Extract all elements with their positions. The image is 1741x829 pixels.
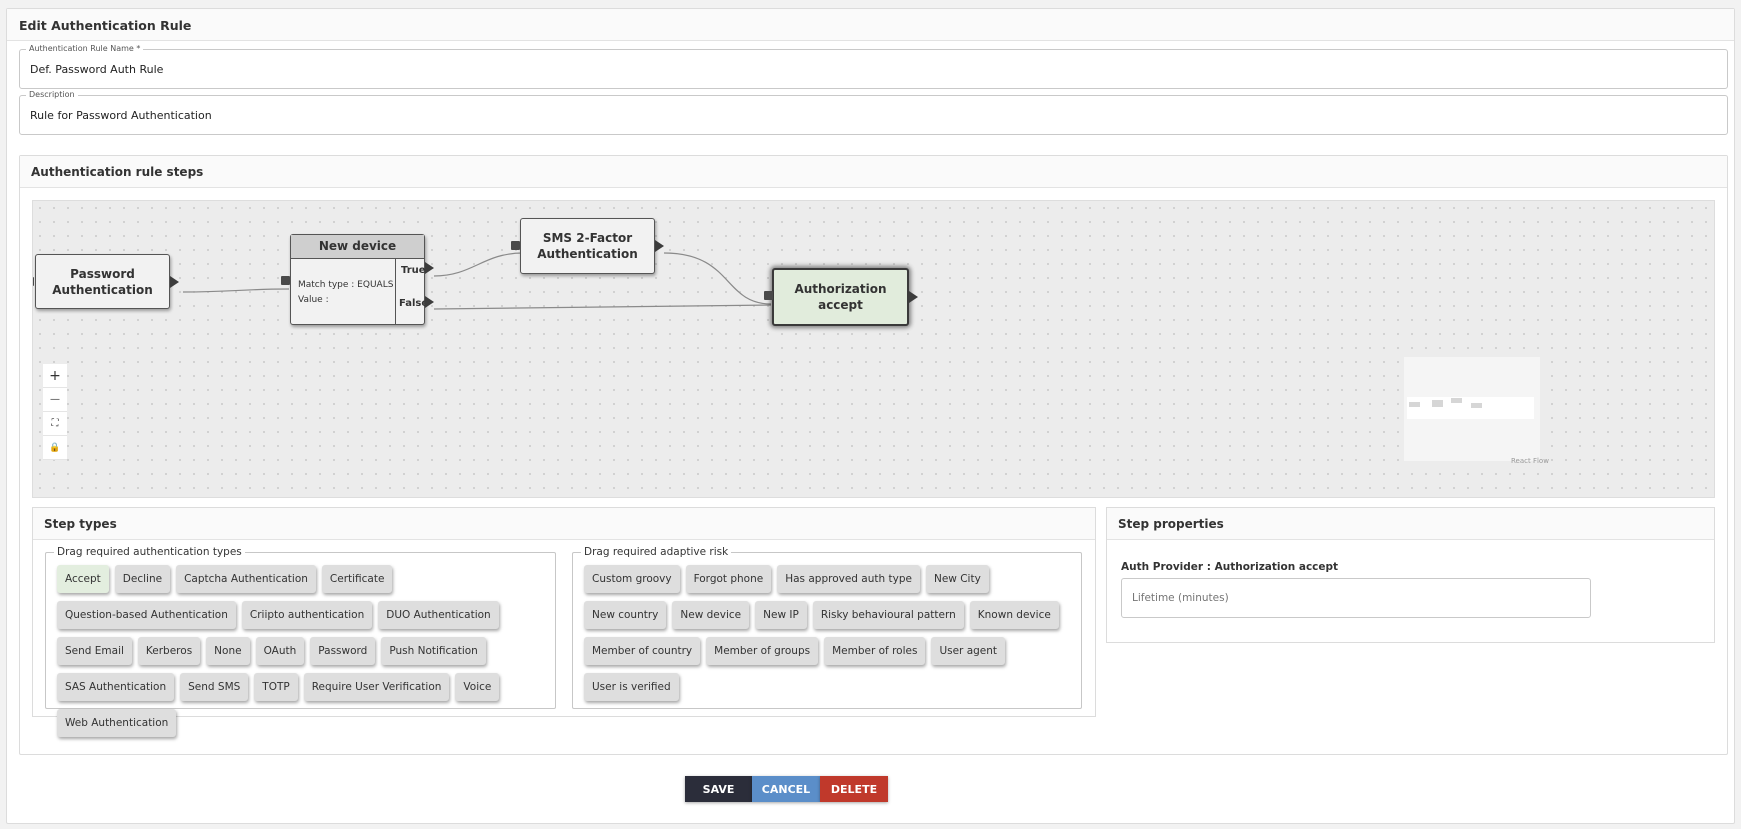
page-title: Edit Authentication Rule (7, 9, 1734, 41)
auth-chip[interactable]: Voice (455, 673, 500, 701)
risk-chip[interactable]: Forgot phone (685, 565, 772, 593)
node-sms-label: SMS 2-Factor Authentication (537, 231, 638, 261)
node-new-device[interactable]: New device Match type : EQUALS Value : T… (290, 234, 429, 325)
fit-view-button[interactable]: ⛶ (43, 412, 67, 436)
step-properties-title: Step properties (1107, 508, 1714, 540)
password-output-handle[interactable] (170, 276, 179, 288)
node-password-auth[interactable]: Password Authentication (35, 254, 170, 309)
risk-chip[interactable]: Member of groups (706, 637, 819, 665)
node-sms-2fa[interactable]: SMS 2-Factor Authentication (520, 218, 655, 274)
risk-chip[interactable]: User is verified (584, 673, 679, 701)
false-branch-label: False (399, 298, 429, 309)
lifetime-input[interactable] (1121, 578, 1591, 618)
auth-chip[interactable]: Question-based Authentication (57, 601, 236, 629)
zoom-out-button[interactable]: — (43, 388, 67, 412)
authz-input-handle[interactable] (764, 291, 773, 300)
auth-chip[interactable]: Accept (57, 565, 109, 593)
false-output-handle[interactable] (425, 296, 434, 308)
node-authorization-accept[interactable]: Authorization accept (772, 268, 909, 326)
risk-chip[interactable]: New device (672, 601, 750, 629)
match-type-text: Match type : EQUALS (298, 280, 394, 290)
auth-chip[interactable]: TOTP (254, 673, 298, 701)
auth-chip[interactable]: Decline (114, 565, 171, 593)
flow-canvas[interactable]: Password Authentication New device Match… (32, 200, 1715, 498)
auth-chip[interactable]: Web Authentication (57, 709, 177, 737)
rule-name-field[interactable]: Authentication Rule Name * Def. Password… (19, 44, 1728, 89)
edge-sms-authz (663, 252, 772, 305)
risk-chip[interactable]: Risky behavioural pattern (812, 601, 964, 629)
auth-provider-label: Auth Provider : Authorization accept (1121, 561, 1339, 573)
risk-chip[interactable]: New City (925, 565, 989, 593)
auth-types-legend: Drag required authentication types (54, 546, 245, 558)
lock-button[interactable]: 🔒 (43, 436, 67, 460)
auth-chip[interactable]: Send Email (57, 637, 132, 665)
risk-chip[interactable]: Known device (969, 601, 1059, 629)
edge-password-newdevice (182, 288, 290, 293)
delete-button[interactable]: DELETE (820, 776, 888, 802)
risk-chip[interactable]: Has approved auth type (777, 565, 920, 593)
rule-steps-panel: Authentication rule steps Password Authe… (19, 155, 1728, 755)
zoom-in-button[interactable]: + (43, 364, 67, 388)
save-button[interactable]: SAVE (685, 776, 752, 802)
react-flow-attribution[interactable]: React Flow (1511, 457, 1549, 465)
minimap[interactable] (1404, 357, 1540, 461)
description-value: Rule for Password Authentication (30, 109, 212, 122)
auth-chip[interactable]: Captcha Authentication (176, 565, 316, 593)
cancel-button[interactable]: CANCEL (752, 776, 820, 802)
true-output-handle[interactable] (425, 262, 434, 274)
rule-name-value: Def. Password Auth Rule (30, 63, 164, 76)
minimap-node-password (1409, 402, 1420, 407)
auth-chip[interactable]: None (206, 637, 250, 665)
auth-chip[interactable]: Require User Verification (303, 673, 450, 701)
flow-edges (182, 252, 772, 310)
true-branch-label: True (401, 265, 426, 276)
edge-true-sms (433, 252, 524, 277)
auth-chip[interactable]: Password (310, 637, 376, 665)
minimap-viewport (1407, 397, 1534, 419)
sms-output-handle[interactable] (655, 240, 664, 252)
risk-chip[interactable]: Custom groovy (584, 565, 680, 593)
auth-chip[interactable]: Kerberos (137, 637, 201, 665)
description-field[interactable]: Description Rule for Password Authentica… (19, 90, 1728, 135)
rule-steps-title: Authentication rule steps (20, 156, 1727, 188)
node-authz-label: Authorization accept (794, 282, 887, 312)
risk-chip[interactable]: Member of roles (824, 637, 926, 665)
step-properties-panel: Step properties Auth Provider : Authoriz… (1106, 507, 1715, 643)
risk-chip[interactable]: New IP (755, 601, 807, 629)
edit-rule-card: Edit Authentication Rule Authentication … (6, 8, 1735, 824)
auth-types-group: Drag required authentication types Accep… (45, 546, 556, 737)
sms-input-handle[interactable] (511, 241, 520, 250)
auth-chip[interactable]: OAuth (255, 637, 305, 665)
risk-chip[interactable]: Member of country (584, 637, 701, 665)
auth-chip[interactable]: Certificate (321, 565, 393, 593)
new-device-divider (395, 259, 396, 325)
edge-false-authz (433, 304, 772, 310)
auth-chip[interactable]: DUO Authentication (378, 601, 499, 629)
minimap-node-new-device (1432, 400, 1443, 407)
risk-chip[interactable]: User agent (931, 637, 1006, 665)
minimap-node-authz (1471, 403, 1482, 408)
new-device-input-handle[interactable] (281, 276, 290, 285)
auth-chip[interactable]: Criipto authentication (241, 601, 373, 629)
auth-chip[interactable]: Push Notification (381, 637, 486, 665)
rule-name-label: Authentication Rule Name * (26, 44, 144, 54)
adaptive-risk-legend: Drag required adaptive risk (581, 546, 732, 558)
auth-chip[interactable]: Send SMS (180, 673, 249, 701)
step-types-panel: Step types Drag required authentication … (32, 507, 1096, 737)
step-types-title: Step types (33, 508, 1095, 540)
new-device-title: New device (291, 235, 424, 259)
node-password-label: Password Authentication (52, 266, 153, 297)
authz-output-handle[interactable] (909, 291, 918, 303)
value-text: Value : (298, 295, 329, 305)
adaptive-risk-group: Drag required adaptive risk Custom groov… (572, 546, 1082, 709)
password-input-handle[interactable] (33, 277, 34, 286)
description-label: Description (26, 90, 78, 100)
auth-chip[interactable]: SAS Authentication (57, 673, 175, 701)
minimap-node-sms (1451, 398, 1462, 403)
risk-chip[interactable]: New country (584, 601, 667, 629)
